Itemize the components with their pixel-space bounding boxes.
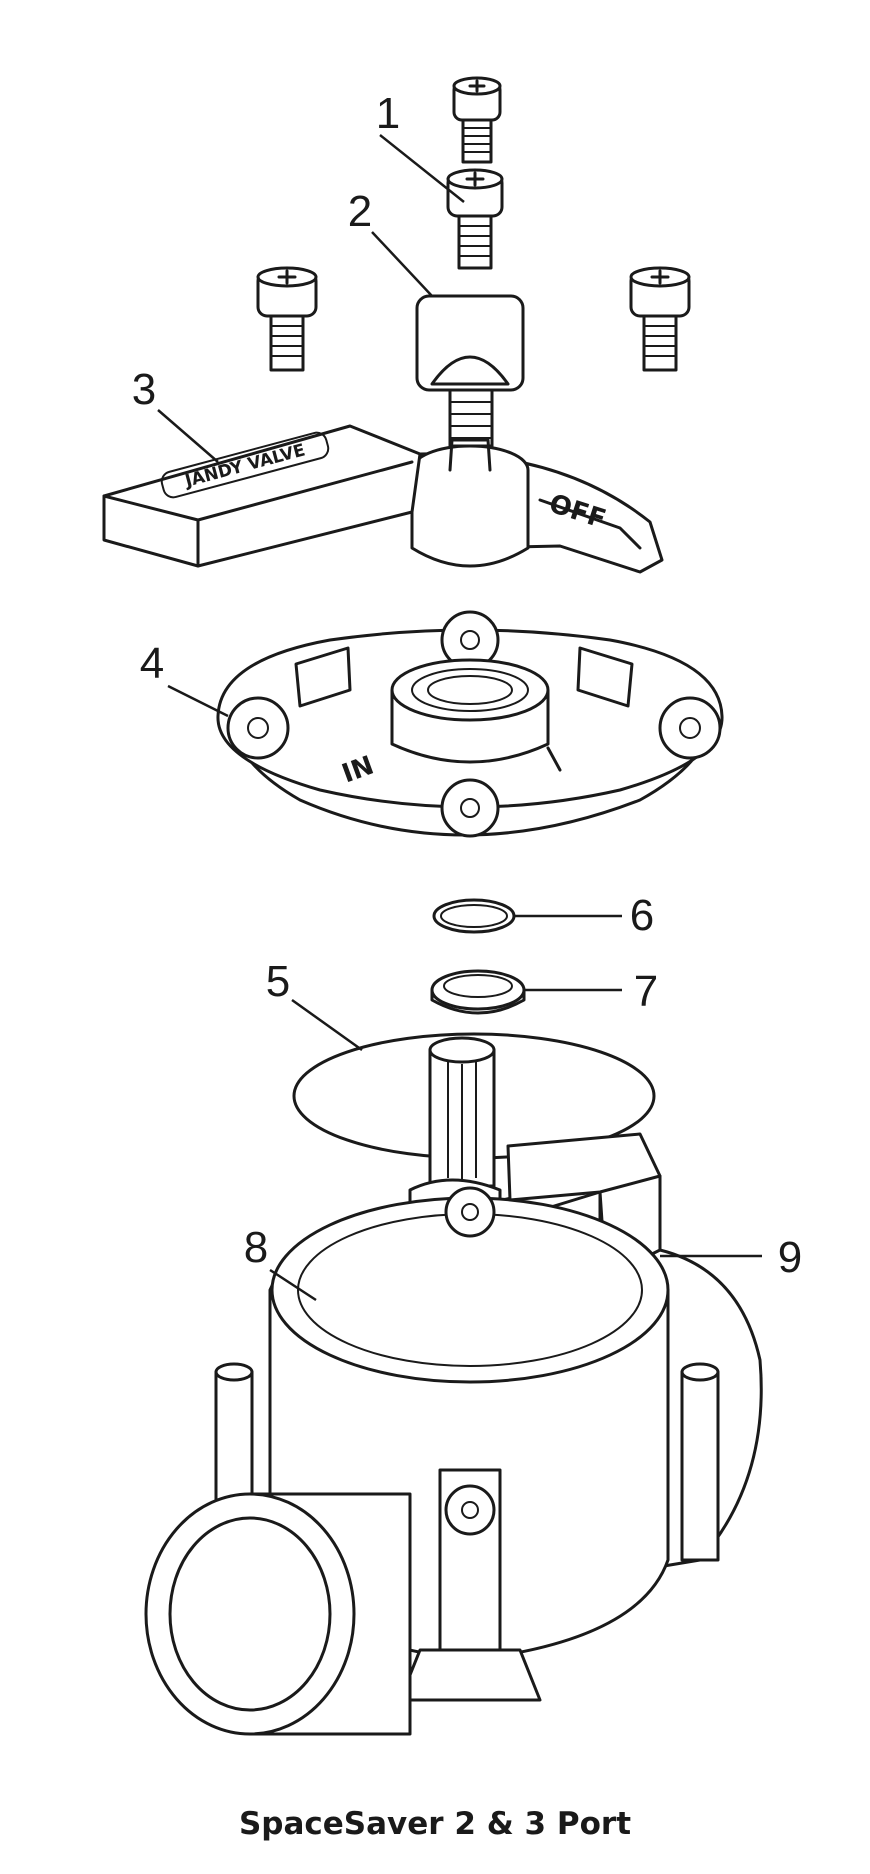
part-4-cover: IN xyxy=(216,610,724,838)
leader-lines xyxy=(157,134,762,1302)
callout-1: 1 xyxy=(376,89,400,138)
screw-left xyxy=(256,266,318,372)
part-2-cam-stop xyxy=(415,294,525,448)
callout-3: 3 xyxy=(132,365,156,414)
part-1-screws xyxy=(256,76,691,372)
callout-8: 8 xyxy=(244,1223,268,1272)
part-6-o-ring xyxy=(432,898,516,934)
screw-right xyxy=(629,266,691,372)
leader-4 xyxy=(167,684,229,718)
leader-1 xyxy=(379,134,465,203)
leader-2 xyxy=(371,231,433,297)
callout-2: 2 xyxy=(348,187,372,236)
part-7-seal-ring xyxy=(430,969,526,1015)
callout-9: 9 xyxy=(778,1233,802,1282)
callout-4: 4 xyxy=(140,639,164,688)
leader-8 xyxy=(269,1268,317,1302)
part-3-handle: JANDY VALVE OFF xyxy=(102,424,664,574)
leader-3 xyxy=(157,409,219,463)
callout-6: 6 xyxy=(630,891,654,940)
screw-top xyxy=(452,76,502,164)
screw-middle xyxy=(446,168,504,270)
callout-7: 7 xyxy=(634,967,658,1016)
diagram-caption: SpaceSaver 2 & 3 Port xyxy=(238,1806,632,1842)
leader-5 xyxy=(291,998,363,1052)
part-8-valve-body xyxy=(144,1186,763,1736)
callout-5: 5 xyxy=(266,957,290,1006)
